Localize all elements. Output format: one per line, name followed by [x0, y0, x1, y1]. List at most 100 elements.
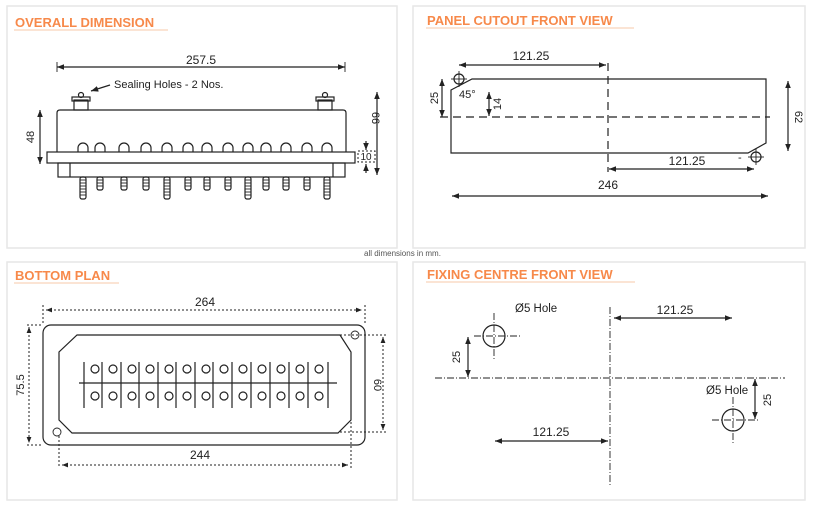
- fixing-hole-2: [712, 397, 758, 445]
- terminal-pin: [203, 176, 211, 191]
- width-label: 257.5: [186, 53, 216, 67]
- terminal-pin: [163, 176, 171, 200]
- sealing-holes-label: Sealing Holes - 2 Nos.: [114, 79, 223, 91]
- terminal-hole: [127, 364, 137, 374]
- top-offset-label: 121.25: [513, 49, 550, 63]
- panel-title: BOTTOM PLAN: [15, 268, 110, 283]
- panel-title: PANEL CUTOUT FRONT VIEW: [427, 13, 613, 28]
- inner-width-label: 244: [190, 448, 210, 462]
- terminal-hole: [145, 364, 155, 374]
- flange-dimension-box: [357, 150, 376, 163]
- terminal-bump: [77, 142, 89, 152]
- terminal-bump: [182, 142, 194, 152]
- bottom-plan-panel: BOTTOM PLAN 264 75.5 60 244: [6, 261, 398, 501]
- terminal-hole: [201, 364, 211, 374]
- panel-title: FIXING CENTRE FRONT VIEW: [427, 267, 613, 282]
- dash-mark: -: [738, 152, 742, 164]
- panel-cutout-panel: PANEL CUTOUT FRONT VIEW 121.25 25 14 45°…: [412, 5, 806, 249]
- terminal-hole: [108, 364, 118, 374]
- terminal-hole: [276, 391, 286, 401]
- terminal-bump: [222, 142, 234, 152]
- panel-title: OVERALL DIMENSION: [15, 15, 154, 30]
- chamfer-label: 14: [492, 98, 504, 110]
- terminal-hole: [90, 391, 100, 401]
- terminal-hole: [182, 391, 192, 401]
- terminal-hole: [295, 364, 305, 374]
- terminal-hole: [164, 391, 174, 401]
- terminal-hole: [238, 364, 248, 374]
- terminal-hole: [164, 364, 174, 374]
- units-note: all dimensions in mm.: [364, 249, 441, 258]
- width-label: 246: [598, 178, 618, 192]
- terminal-hole: [314, 391, 324, 401]
- overall-dimension-panel: OVERALL DIMENSION 257.5 Sealing Holes - …: [6, 5, 398, 249]
- outer-outline: [42, 324, 366, 446]
- fixing-hole-bottom-right: [748, 149, 764, 165]
- terminal-hole: [257, 364, 267, 374]
- body-height-label: 48: [25, 131, 37, 143]
- outer-width-label: 264: [195, 295, 215, 309]
- hole-2-label: Ø5 Hole: [706, 385, 748, 397]
- fixing-hole-1: [474, 313, 520, 360]
- terminal-grid: [83, 362, 329, 408]
- terminal-hole: [90, 364, 100, 374]
- panel-frame: [6, 5, 398, 249]
- terminal-pins: [79, 176, 331, 200]
- total-height-label: 66: [369, 112, 381, 124]
- terminal-bump: [161, 142, 173, 152]
- bottom-offset-label: 121.25: [533, 425, 570, 439]
- outer-height-label: 75.5: [15, 374, 27, 395]
- terminal-bump: [301, 142, 313, 152]
- terminal-pin: [184, 176, 192, 191]
- panel-frame: [412, 261, 806, 501]
- terminal-pin: [142, 176, 150, 191]
- terminal-hole: [257, 391, 267, 401]
- terminal-pin: [303, 176, 311, 191]
- terminal-hole: [182, 364, 192, 374]
- terminal-pin: [262, 176, 270, 191]
- hole-offset-label: 25: [429, 92, 441, 104]
- inner-height-label: 60: [371, 379, 383, 391]
- panel-frame: [6, 261, 398, 501]
- terminal-pin: [224, 176, 232, 191]
- fixing-hole-top-left: [451, 71, 467, 87]
- mounting-hole: [350, 330, 360, 340]
- terminal-hole: [127, 391, 137, 401]
- panel-frame: [412, 5, 806, 249]
- terminal-bump: [118, 142, 130, 152]
- terminal-pin: [323, 176, 331, 200]
- hole-1-label: Ø5 Hole: [515, 303, 557, 315]
- terminal-bumps: [77, 142, 333, 152]
- flange-label: 10: [360, 152, 372, 163]
- angle-label: 45°: [459, 89, 476, 101]
- sealing-arrow: [90, 84, 111, 92]
- relay-body: [56, 109, 347, 152]
- hole-2-vertical-label: 25: [762, 394, 774, 406]
- top-offset-label: 121.25: [657, 303, 694, 317]
- mounting-hole: [52, 427, 62, 437]
- terminal-bump: [242, 142, 254, 152]
- terminal-hole: [201, 391, 211, 401]
- terminal-pin: [282, 176, 290, 191]
- terminal-hole: [238, 391, 248, 401]
- inner-outline: [58, 334, 352, 434]
- terminal-bump: [260, 142, 272, 152]
- terminal-bump: [94, 142, 106, 152]
- terminal-pin: [244, 176, 252, 200]
- terminal-hole: [108, 391, 118, 401]
- terminal-bump: [321, 142, 333, 152]
- terminal-hole: [314, 364, 324, 374]
- terminal-hole: [219, 364, 229, 374]
- terminal-hole: [145, 391, 155, 401]
- fixing-centre-panel: FIXING CENTRE FRONT VIEW Ø5 Hole 25 121.…: [412, 261, 806, 501]
- terminal-hole: [295, 391, 305, 401]
- base: [57, 162, 346, 178]
- terminal-bump: [140, 142, 152, 152]
- terminal-pin: [120, 176, 128, 191]
- terminal-hole: [276, 364, 286, 374]
- cutout-outline: [450, 78, 767, 154]
- hole-1-vertical-label: 25: [451, 351, 463, 363]
- terminal-bump: [201, 142, 213, 152]
- terminal-bump: [280, 142, 292, 152]
